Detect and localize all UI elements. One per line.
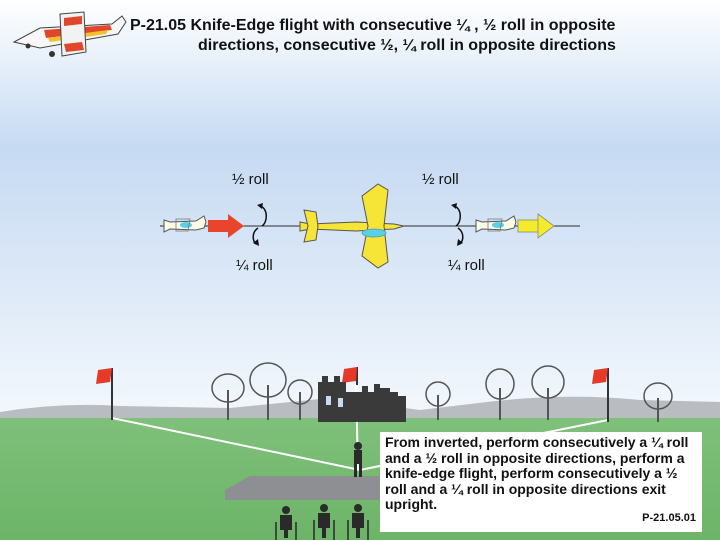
description-box: From inverted, perform consecutively a ¼… <box>380 432 702 532</box>
reference-code: P-21.05.01 <box>642 512 696 524</box>
page-title: P-21.05 Knife-Edge flight with consecuti… <box>130 16 710 56</box>
half-roll-label-left: ½ roll <box>232 171 269 188</box>
sky <box>0 0 720 420</box>
half-roll-label-right: ½ roll <box>422 171 459 188</box>
title-line-1: P-21.05 Knife-Edge flight with consecuti… <box>130 17 615 34</box>
castle-window <box>338 398 343 407</box>
castle-window <box>326 396 331 405</box>
title-line-2: directions, consecutive ½, ¼ roll in opp… <box>130 36 710 56</box>
description-text: From inverted, perform consecutively a ¼… <box>385 434 688 512</box>
quarter-roll-label-right: ¼ roll <box>448 257 485 274</box>
quarter-roll-label-left: ¼ roll <box>236 257 273 274</box>
runway <box>225 476 380 500</box>
